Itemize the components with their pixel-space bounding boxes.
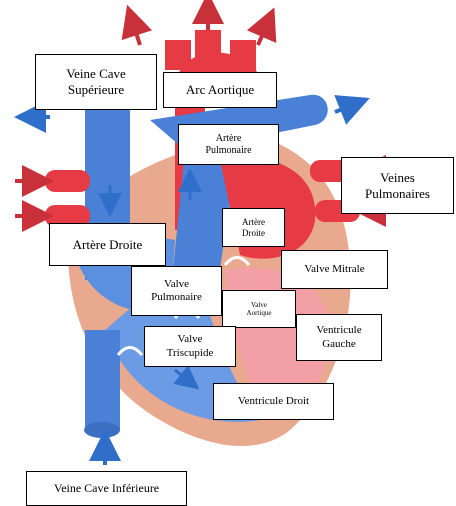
label-valve-pulmonaire: Valve Pulmonaire bbox=[131, 266, 222, 316]
label-veines-pulmonaires: Veines Pulmonaires bbox=[341, 157, 454, 214]
inferior-vena-cava bbox=[85, 330, 120, 430]
arrow-up-3 bbox=[258, 22, 268, 45]
arrow-up-1 bbox=[132, 20, 140, 45]
arrow-pa-right bbox=[335, 104, 355, 112]
inferior-vena-cava-end bbox=[84, 422, 120, 438]
label-artere-pulmonaire: Artère Pulmonaire bbox=[178, 124, 279, 165]
aorta-branch-left bbox=[165, 40, 191, 70]
label-valve-aortique: Valve Aortique bbox=[222, 290, 296, 328]
label-valve-tricuspide: Valve Triscupide bbox=[144, 326, 236, 367]
label-veine-cave-inferieure: Veine Cave Inférieure bbox=[26, 471, 187, 506]
label-arc-aortique: Arc Aortique bbox=[163, 72, 277, 108]
label-ventricule-droit: Ventricule Droit bbox=[213, 383, 334, 420]
label-artere-droite: Artère Droite bbox=[49, 223, 166, 266]
label-ventricule-gauche: Ventricule Gauche bbox=[296, 314, 382, 361]
label-artere-droite-small: Artère Droite bbox=[222, 208, 285, 247]
label-veine-cave-superieure: Veine Cave Supérieure bbox=[35, 54, 157, 110]
aorta-branch-mid bbox=[195, 30, 221, 60]
aorta-branch-right bbox=[230, 40, 256, 70]
pulmonary-vein-left-1 bbox=[45, 170, 90, 192]
label-valve-mitrale: Valve Mitrale bbox=[281, 250, 388, 289]
